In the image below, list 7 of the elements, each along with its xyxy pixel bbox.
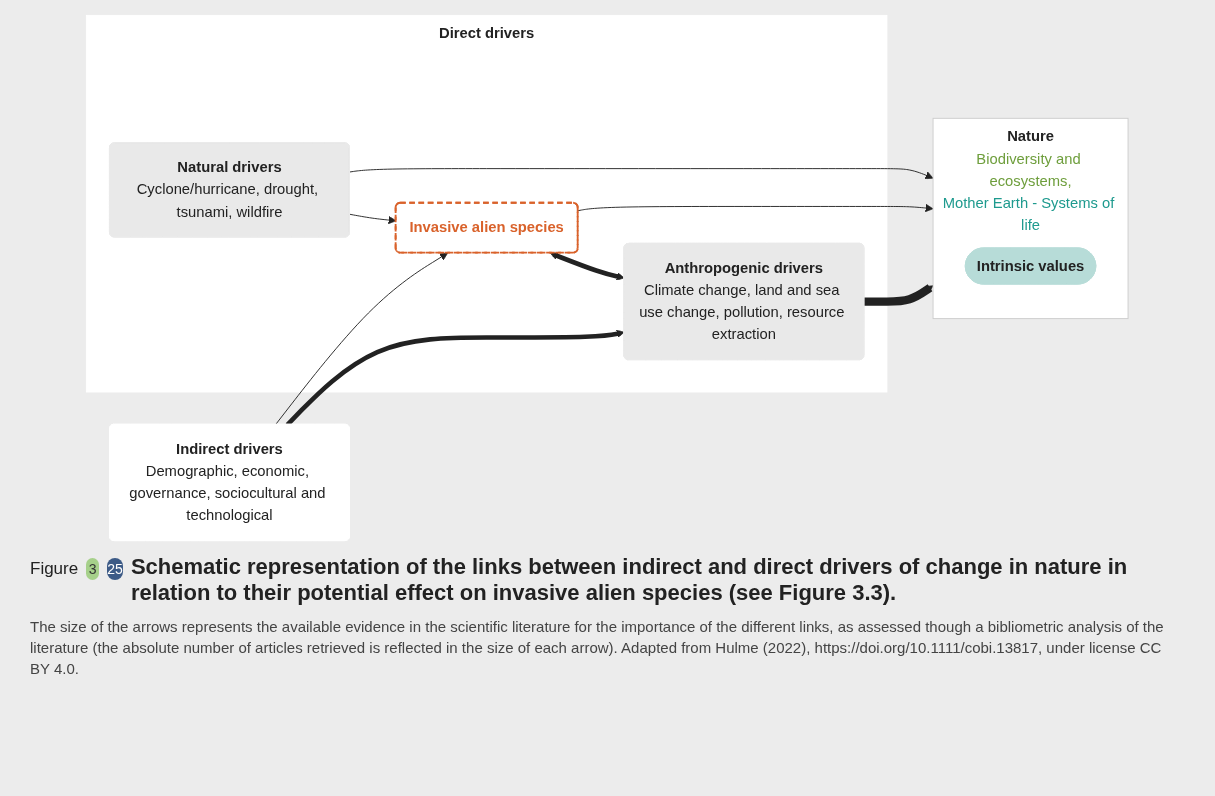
figure-caption: The size of the arrows represents the available evidence in the scientific literature for the importance of the different links, as assessed though a bibliometric analysis of the literature (the absolute number of articles retrieved is reflected in the size of each arrow). Adapted from Hulme (2022), https://doi.org/10.1111/cobi.13817, under license CC BY 4.0. bbox=[30, 617, 1165, 679]
figure-label: Figure bbox=[30, 559, 79, 579]
figure-number-badge: 25 bbox=[107, 558, 123, 580]
figure-title: Schematic representation of the links between indirect and direct drivers of change in nature in relation to their potential effect on invasive alien species (see Figure 3.3). bbox=[130, 554, 1129, 606]
arrow bbox=[550, 252, 625, 281]
chapter-number-badge: 3 bbox=[86, 558, 100, 580]
arrow bbox=[863, 284, 934, 306]
